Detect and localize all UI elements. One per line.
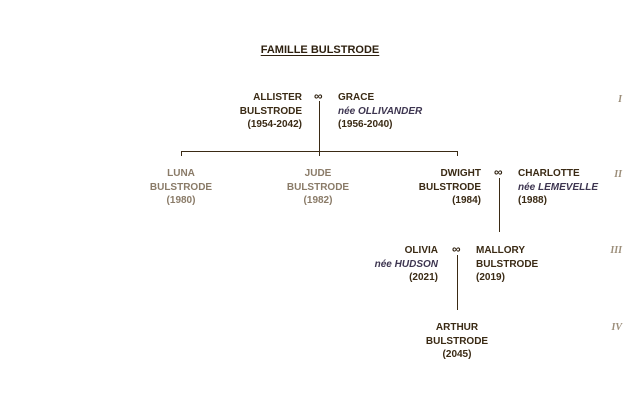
last-name: BULSTRODE: [286, 181, 350, 193]
years: (1982): [303, 195, 333, 206]
descent-line: [457, 255, 458, 310]
years: (1980): [166, 195, 196, 206]
years: (2021): [409, 272, 438, 283]
person-mallory: MALLORY BULSTRODE (2019): [476, 244, 576, 285]
first-name: LUNA: [167, 168, 195, 179]
child-stub: [319, 151, 320, 156]
first-name: OLIVIA: [404, 245, 438, 256]
generation-label-3: III: [610, 245, 622, 256]
child-stub: [181, 151, 182, 156]
years: (1988): [518, 195, 547, 206]
last-name: BULSTRODE: [476, 258, 539, 270]
person-olivia: OLIVIA née HUDSON (2021): [358, 244, 438, 285]
person-charlotte: CHARLOTTE née LEMEVELLE (1988): [518, 167, 618, 208]
last-name: BULSTRODE: [149, 181, 213, 193]
descent-line: [499, 178, 500, 232]
first-name: JUDE: [304, 168, 332, 179]
first-name: GRACE: [338, 92, 375, 103]
child-stub: [457, 151, 458, 156]
marriage-symbol-icon: ∞: [494, 165, 503, 179]
years: (2019): [476, 272, 505, 283]
first-name: ARTHUR: [435, 322, 479, 333]
generation-label-1: I: [618, 94, 622, 105]
person-luna: LUNA BULSTRODE (1980): [141, 167, 221, 208]
first-name: ALLISTER: [253, 92, 302, 103]
family-tree-title: FAMILLE BULSTRODE: [260, 44, 380, 56]
person-grace: GRACE née OLLIVANDER (1956-2040): [338, 91, 438, 132]
years: (2045): [442, 349, 472, 360]
generation-label-4: IV: [611, 322, 622, 333]
generation-label-2: II: [614, 169, 622, 180]
marriage-symbol-icon: ∞: [452, 242, 461, 256]
person-jude: JUDE BULSTRODE (1982): [278, 167, 358, 208]
last-name: BULSTRODE: [425, 335, 489, 347]
years: (1984): [452, 195, 481, 206]
maiden-name: née LEMEVELLE: [518, 181, 599, 193]
person-allister: ALLISTER BULSTRODE (1954-2042): [222, 91, 302, 132]
first-name: MALLORY: [476, 245, 526, 256]
last-name: BULSTRODE: [239, 105, 302, 117]
last-name: BULSTRODE: [418, 181, 481, 193]
maiden-name: née HUDSON: [374, 258, 438, 270]
first-name: CHARLOTTE: [518, 168, 580, 179]
person-dwight: DWIGHT BULSTRODE (1984): [401, 167, 481, 208]
descent-line: [319, 101, 320, 152]
first-name: DWIGHT: [440, 168, 481, 179]
years: (1956-2040): [338, 119, 393, 130]
person-arthur: ARTHUR BULSTRODE (2045): [417, 321, 497, 362]
marriage-symbol-icon: ∞: [314, 89, 323, 103]
maiden-name: née OLLIVANDER: [338, 105, 423, 117]
years: (1954-2042): [247, 119, 302, 130]
